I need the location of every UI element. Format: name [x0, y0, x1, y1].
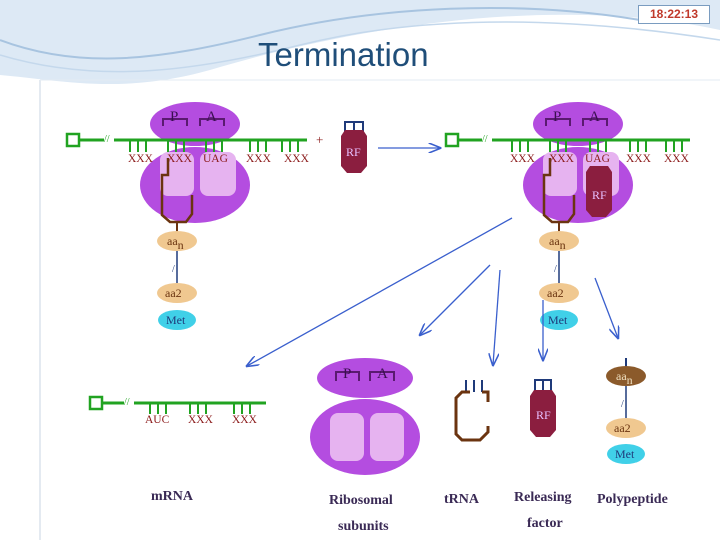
svg-text:/: / [172, 264, 175, 275]
codon-1-right: XXX [510, 153, 536, 165]
a-site-label-right: A [589, 109, 600, 125]
p-site-label: P [170, 109, 178, 125]
a-site-pocket [200, 152, 236, 196]
amino-acid-2-label: aa2 [165, 286, 182, 300]
free-trna [454, 380, 490, 442]
stop-codon: UAG [203, 153, 228, 165]
label-trna: tRNA [444, 492, 480, 507]
amino-acid-n-label-right: aan [549, 234, 566, 252]
codon-4-right: XXX [626, 153, 652, 165]
slide-title: Termination [258, 36, 429, 73]
mrna-codon-3: XXX [232, 414, 258, 426]
trna-top-left [160, 158, 194, 224]
p-site-label-right: P [553, 109, 561, 125]
mrna-codon-2: XXX [188, 414, 214, 426]
bottom-p-site-label: P [343, 366, 351, 382]
plus-sign: + [316, 132, 323, 147]
dissociation-arrows [247, 217, 618, 366]
free-mrna: // AUC XXX XXX [88, 395, 266, 426]
svg-text://: // [482, 134, 488, 145]
clock-display: 18:22:13 [638, 5, 710, 24]
poly-met-label: Met [615, 447, 635, 461]
label-factor: factor [527, 516, 563, 531]
top-right-complex: // P A XXX XXX UAG XXX XXX [444, 102, 690, 330]
amino-acid-2 [157, 283, 197, 303]
top-left-complex: // P A [65, 102, 323, 330]
ribosomal-subunits: P A [310, 358, 420, 475]
codon-2: XXX [167, 153, 193, 165]
amino-acid-2-label-right: aa2 [547, 286, 564, 300]
svg-text:/: / [554, 264, 557, 275]
ribosome-small-subunit [150, 102, 240, 146]
methionine-label: Met [166, 313, 186, 327]
svg-text:/: / [621, 399, 624, 410]
amino-acid-n-label: aan [167, 234, 184, 252]
a-site-label: A [206, 109, 217, 125]
methionine [158, 310, 196, 330]
poly-aa-n-label: aan [616, 369, 633, 387]
bound-releasing-factor [586, 166, 612, 217]
label-mrna: mRNA [151, 489, 194, 504]
svg-text://: // [124, 397, 130, 408]
mrna-codon-1: AUC [145, 414, 170, 426]
codon-5: XXX [284, 153, 310, 165]
small-subunit [317, 358, 413, 398]
rf-label: RF [346, 145, 361, 159]
codon-5-right: XXX [664, 153, 690, 165]
component-labels: mRNA Ribosomal subunits tRNA Releasing f… [151, 489, 668, 534]
stop-codon-right: UAG [585, 153, 610, 165]
codon-2-right: XXX [549, 153, 575, 165]
free-polypeptide: aan / aa2 Met [606, 358, 646, 464]
codon-4: XXX [246, 153, 272, 165]
released-rf-label: RF [536, 408, 551, 422]
released-rf: RF [530, 379, 556, 437]
methionine-label-right: Met [548, 313, 568, 327]
svg-text://: // [104, 134, 110, 145]
label-releasing: Releasing [514, 490, 572, 505]
codon-1: XXX [128, 153, 154, 165]
poly-aa-2-label: aa2 [614, 421, 631, 435]
bound-rf-label: RF [592, 188, 607, 202]
label-ribosomal: Ribosomal [329, 493, 393, 508]
label-subunits: subunits [338, 519, 389, 534]
label-polypeptide: Polypeptide [597, 492, 668, 507]
amino-acid-n [157, 231, 197, 251]
bottom-a-site-label: A [377, 366, 388, 382]
releasing-factor-free: RF [341, 121, 367, 173]
